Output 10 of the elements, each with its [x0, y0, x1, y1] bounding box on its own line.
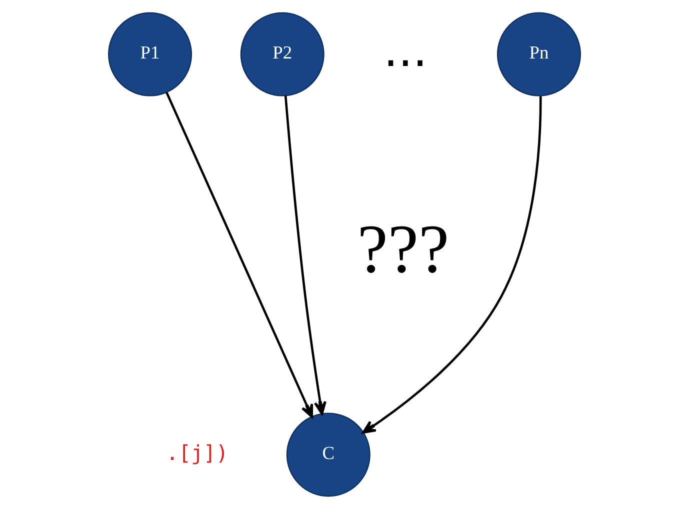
node-circle: Pn: [496, 12, 580, 96]
label: ???: [356, 210, 449, 287]
label: .[j]): [166, 440, 228, 465]
arrow: [165, 92, 313, 418]
node-circle: P2: [240, 12, 324, 96]
node-circle: C: [286, 412, 370, 497]
label: ...: [383, 22, 427, 77]
arrow: [362, 96, 542, 434]
node-circle: P1: [108, 12, 192, 96]
arrow: [284, 96, 326, 415]
